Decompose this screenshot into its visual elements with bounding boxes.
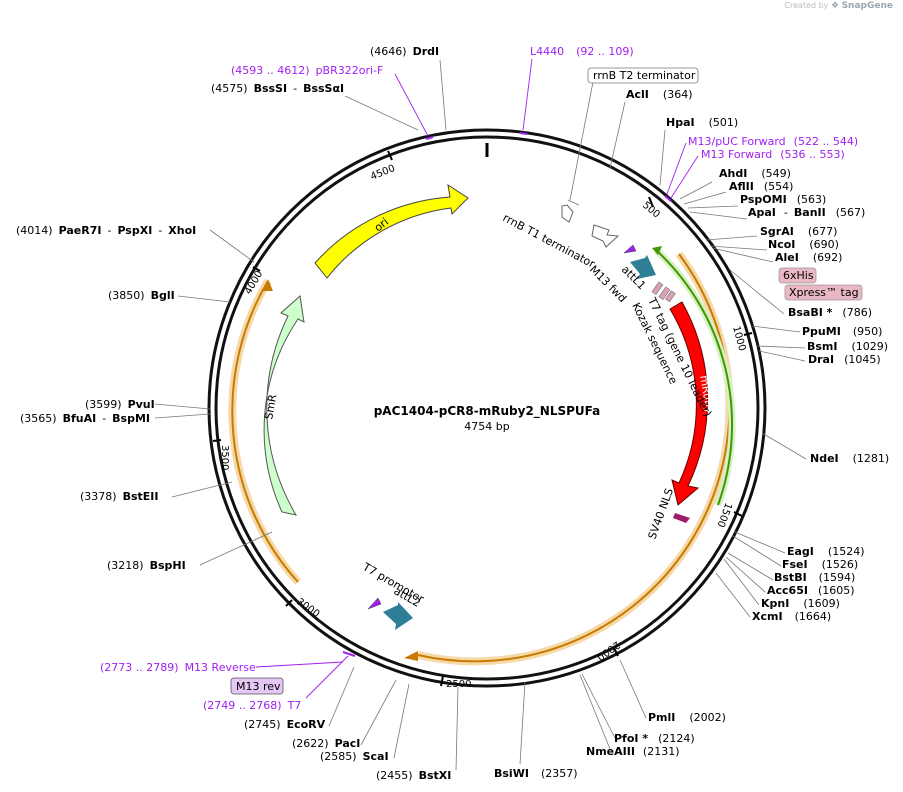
svg-text:4500: 4500 (369, 163, 397, 183)
site-bsteii[interactable]: (3378)BstEII (80, 490, 158, 503)
site-drdi[interactable]: (4646)DrdI (370, 45, 439, 58)
site-ecorv[interactable]: (2745)EcoRV (244, 718, 326, 731)
svg-text:Xpress™ tag: Xpress™ tag (789, 286, 859, 299)
green-arc (655, 249, 733, 506)
site-pmli[interactable]: PmlI(2002) (648, 711, 726, 724)
primer-m13-reverse[interactable]: (2773 .. 2789)M13 Reverse (100, 661, 256, 674)
enzyme-leader-lines (154, 59, 807, 771)
xpress-tag-box[interactable]: Xpress™ tag (784, 284, 863, 301)
primer-m13puc-forward[interactable]: M13/pUC Forward(522 .. 544) (688, 135, 858, 148)
site-nmeaiii[interactable]: NmeAIII(2131) (586, 745, 680, 758)
svg-text:6xHis: 6xHis (783, 269, 814, 282)
snapgene-logo-icon: ❖ (830, 1, 840, 11)
m13-primer-tick (664, 195, 672, 202)
m13-rev-box[interactable]: M13 rev (230, 677, 284, 695)
rrnb-t2-terminator-mark (561, 204, 574, 223)
site-paer7i[interactable]: (4014)PaeR7I-PspXI-XhoI (16, 224, 196, 237)
primer-t7[interactable]: (2749 .. 2768)T7 (203, 699, 301, 712)
smr-feature-arrow (263, 295, 305, 516)
orange-arc-right-arrow (404, 651, 418, 661)
pbr322-primer-tick (425, 136, 434, 140)
mruby2-feature-arrow (669, 301, 709, 506)
site-sgrai[interactable]: SgrAI(677) (760, 225, 837, 238)
sv40-nls-mark (673, 513, 690, 523)
site-scai[interactable]: (2585)ScaI (320, 750, 389, 763)
site-pfoi[interactable]: PfoI *(2124) (614, 732, 695, 745)
site-drai[interactable]: DraI(1045) (808, 353, 881, 366)
orange-arc-left (231, 280, 299, 583)
site-bsabi[interactable]: BsaBI *(786) (788, 306, 872, 319)
ori-feature-arrow (314, 183, 469, 279)
site-bsiwi[interactable]: BsiWI(2357) (494, 767, 578, 780)
site-bsmi[interactable]: BsmI(1029) (807, 340, 888, 353)
primer-labels: (4593 .. 4612)pBR322ori-F L4440(92 .. 10… (100, 45, 858, 712)
credit-prefix: Created by (784, 1, 829, 10)
plasmid-length: 4754 bp (464, 420, 509, 433)
rrnb-t1-terminator-mark (591, 224, 620, 248)
credit-brand: SnapGene (841, 1, 893, 11)
svg-text:3500: 3500 (219, 445, 230, 470)
smr-label: SmR (262, 393, 279, 421)
rrnb-t1-terminator-label: rrnB T1 terminator (501, 211, 598, 271)
site-fsei[interactable]: FseI(1526) (782, 558, 858, 571)
t7prom-site-mark (367, 597, 382, 610)
site-aflii[interactable]: AflII(554) (729, 180, 793, 193)
site-paci[interactable]: (2622)PacI (292, 737, 360, 750)
svg-text:500: 500 (640, 200, 662, 221)
primer-pbr322ori-f[interactable]: (4593 .. 4612)pBR322ori-F (231, 64, 383, 77)
site-hpai[interactable]: HpaI(501) (666, 116, 738, 129)
site-alei[interactable]: AleI(692) (775, 251, 842, 264)
backbone-inner-strand (214, 135, 760, 681)
green-arc-arrow (652, 246, 662, 255)
svg-text:3000: 3000 (294, 596, 321, 620)
orange-arc-left-arrow (263, 279, 273, 291)
site-kpni[interactable]: KpnI(1609) (761, 597, 840, 610)
site-ahdi[interactable]: AhdI(549) (719, 167, 791, 180)
site-eagi[interactable]: EagI(1524) (787, 545, 864, 558)
site-ndei[interactable]: NdeI(1281) (810, 452, 889, 465)
site-bstbi[interactable]: BstBI(1594) (774, 571, 855, 584)
snapgene-credit: Created by ❖ SnapGene (784, 1, 893, 11)
site-acli[interactable]: AclI(364) (626, 88, 693, 101)
primer-m13-forward[interactable]: M13 Forward(536 .. 553) (701, 148, 845, 161)
site-pspomi[interactable]: PspOMI(563) (740, 193, 826, 206)
svg-text:rrnB T2 terminator: rrnB T2 terminator (593, 69, 696, 82)
orange-arc-right (417, 253, 731, 663)
site-bstxi[interactable]: (2455)BstXI (376, 769, 451, 782)
svg-text:2500: 2500 (446, 679, 471, 690)
plasmid-name: pAC1404-pCR8-mRuby2_NLSPUFa (374, 404, 601, 419)
site-ncoi[interactable]: NcoI(690) (768, 238, 839, 251)
site-acc65i[interactable]: Acc65I(1605) (767, 584, 855, 597)
site-bsphi[interactable]: (3218)BspHI (107, 559, 186, 572)
site-bsssi[interactable]: (4575)BssSI-BssSαI (211, 82, 344, 95)
site-ppumi[interactable]: PpuMI(950) (802, 325, 882, 338)
site-pvui[interactable]: (3599)PvuI (85, 398, 155, 411)
tag-marks (651, 281, 676, 303)
tick-500: 500 (640, 196, 662, 221)
site-apai[interactable]: ApaI-BanII(567) (748, 206, 865, 219)
enzyme-labels: (4646)DrdI (4575)BssSI-BssSαI AclI(364) … (16, 45, 889, 782)
m13rev-primer-tick (342, 651, 356, 657)
6xhis-tag-box[interactable]: 6xHis (778, 267, 817, 284)
attl2-feature-arrow (383, 602, 413, 630)
primer-l4440[interactable]: L4440(92 .. 109) (530, 45, 634, 58)
attl1-feature-arrow (630, 255, 656, 279)
primer-leader-lines (255, 58, 699, 699)
site-bgli[interactable]: (3850)BglI (108, 289, 175, 302)
site-xcmi[interactable]: XcmI(1664) (752, 610, 831, 623)
svg-text:M13 rev: M13 rev (236, 680, 281, 693)
site-bfuai[interactable]: (3565)BfuAI-BspMI (20, 412, 150, 425)
l4440-primer-tick (519, 132, 528, 135)
sv40-nls-label: SV40 NLS (646, 486, 676, 541)
backbone-outer-strand (207, 128, 767, 688)
m13fwd-site-mark (623, 244, 637, 254)
tick-2500: 2500 (440, 675, 471, 690)
tick-3500: 3500 (212, 439, 230, 470)
rrnb-t2-terminator-box[interactable]: rrnB T2 terminator (587, 67, 699, 84)
